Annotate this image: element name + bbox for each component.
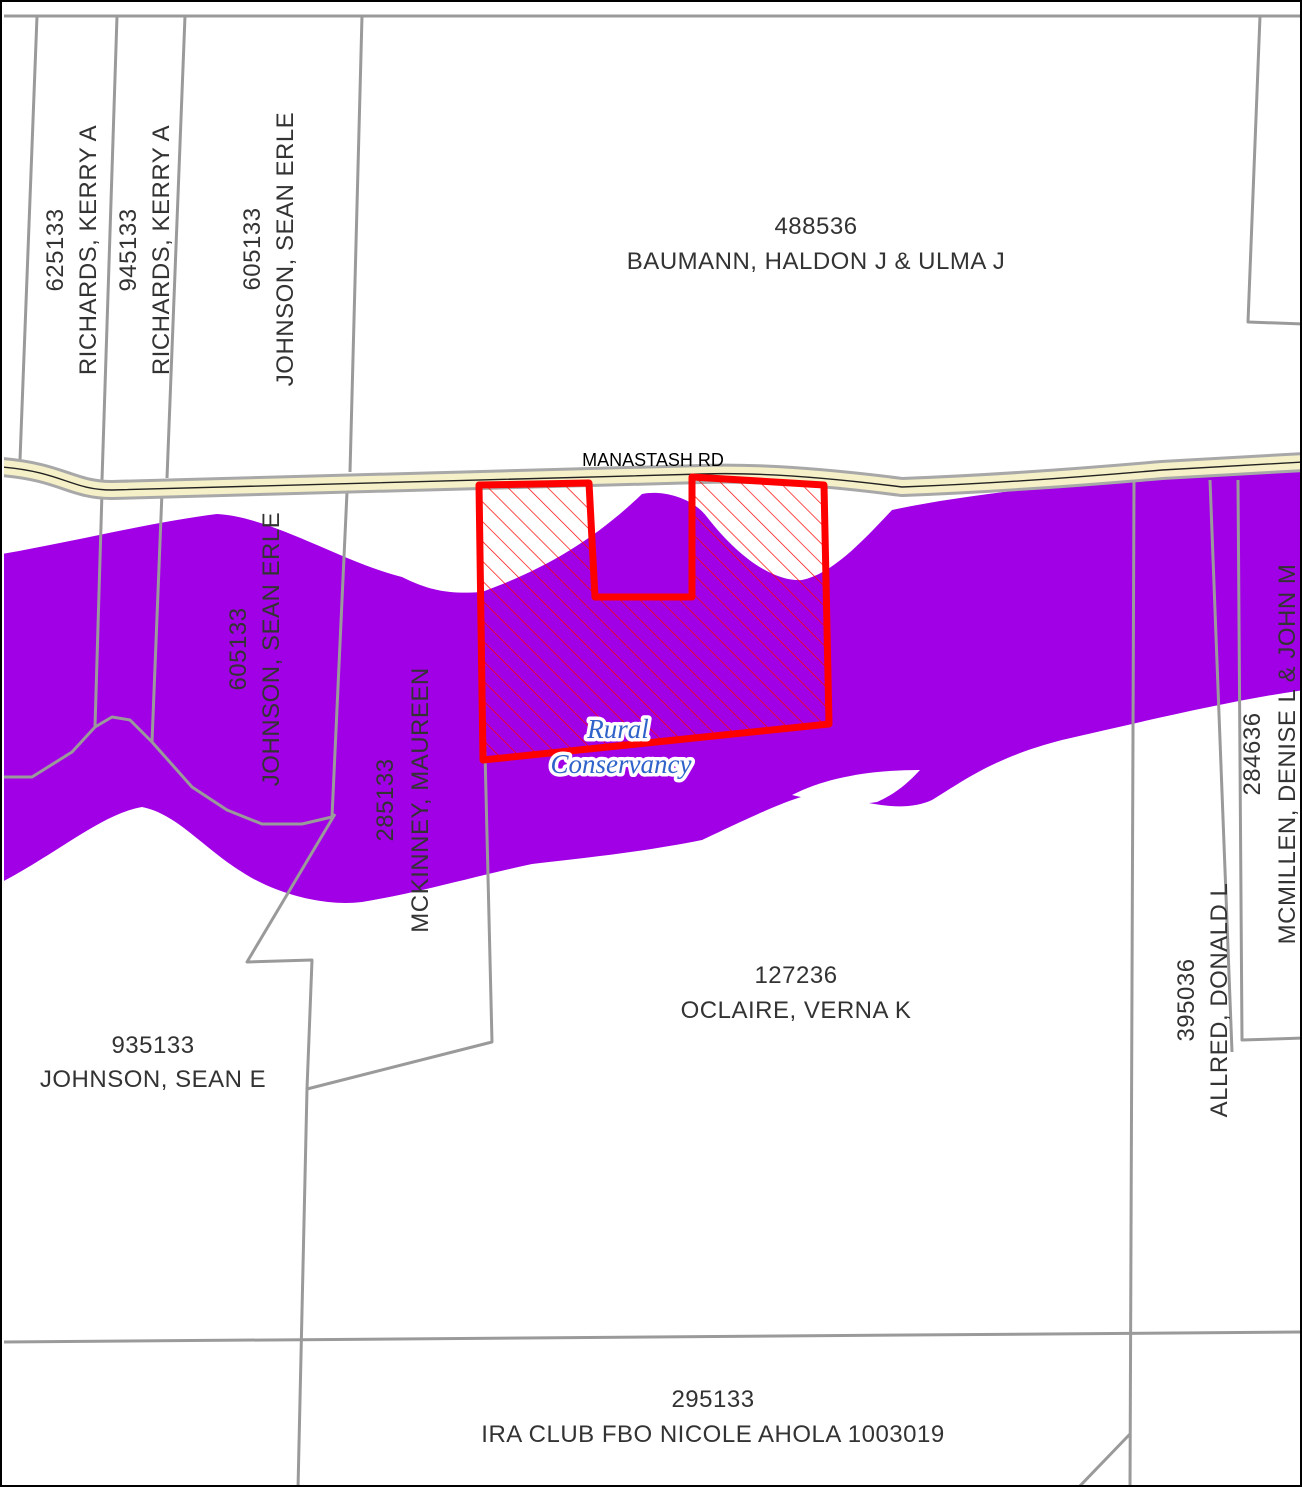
parcel-lines [4, 14, 1300, 1485]
parcel-owner-label: IRA CLUB FBO NICOLE AHOLA 1003019 [481, 1421, 944, 1448]
road [4, 452, 1300, 501]
parcel-id-label: 488536 [774, 213, 857, 240]
zone-label-line2: Conservancy [551, 749, 692, 779]
road-label: MANASTASH RD [582, 450, 724, 470]
zone-label-line1: Rural [586, 714, 649, 744]
parcel-owner-label: MCMILLEN, DENISE L & JOHN M [1274, 564, 1301, 945]
parcel-owner-label: BAUMANN, HALDON J & ULMA J [627, 248, 1005, 275]
parcel-owner-label: JOHNSON, SEAN ERLE [258, 512, 285, 786]
parcel-id-label: 127236 [754, 962, 837, 989]
parcel-id-label: 625133 [42, 208, 69, 291]
parcel-owner-label: MCKINNEY, MAUREEN [407, 667, 434, 932]
parcel-id-label: 605133 [239, 207, 266, 290]
parcel-id-label: 605133 [225, 607, 252, 690]
parcel-owner-label: RICHARDS, KERRY A [148, 125, 175, 375]
parcel-owner-label: OCLAIRE, VERNA K [681, 997, 912, 1024]
parcel-id-label: 285133 [372, 758, 399, 841]
parcel-id-label: 295133 [671, 1386, 754, 1413]
parcel-id-label: 945133 [115, 208, 142, 291]
parcel-owner-label: RICHARDS, KERRY A [75, 125, 102, 375]
parcel-id-label: 395036 [1173, 958, 1200, 1041]
subject-parcel[interactable] [475, 473, 833, 764]
parcel-id-label: 284636 [1239, 712, 1266, 795]
parcel-owner-label: JOHNSON, SEAN ERLE [272, 112, 299, 386]
parcel-owner-label: JOHNSON, SEAN E [40, 1066, 266, 1093]
parcel-id-label: 935133 [111, 1032, 194, 1059]
parcel-owner-label: ALLRED, DONALD L [1206, 883, 1233, 1118]
